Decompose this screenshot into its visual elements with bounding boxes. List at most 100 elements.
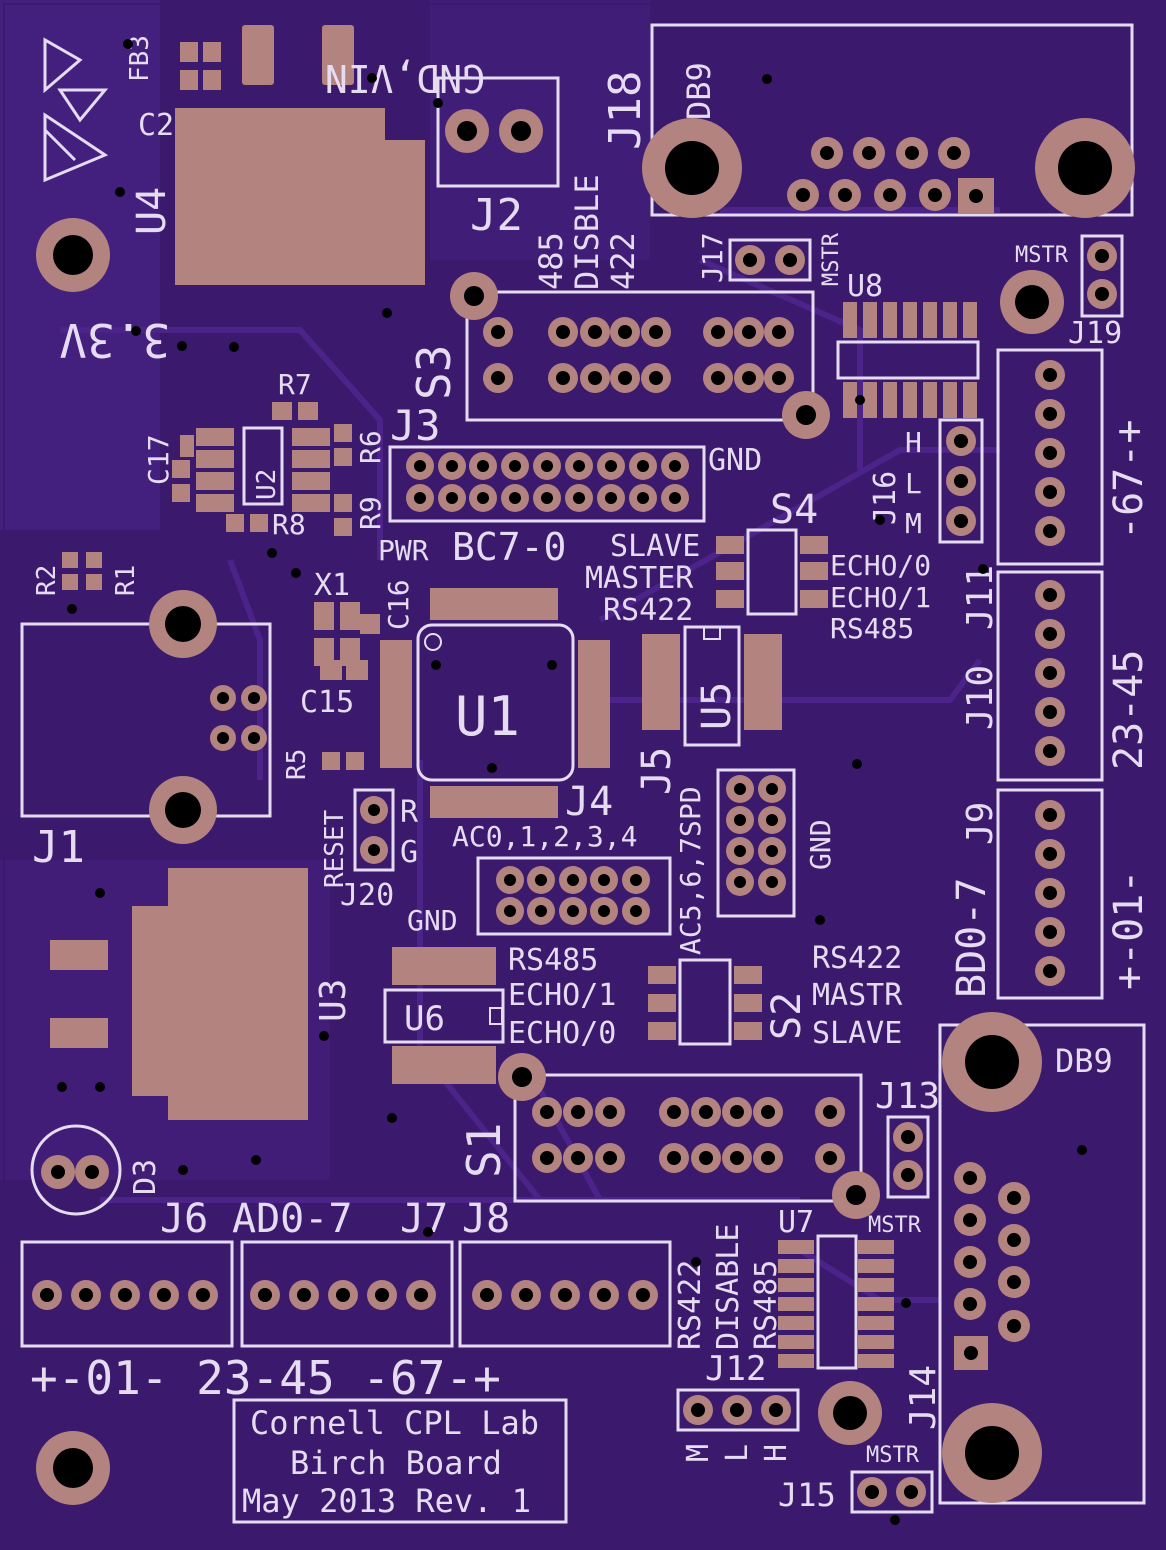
m1-label: M: [905, 507, 922, 540]
j20-connector: [360, 796, 388, 864]
j3-label: J3: [390, 401, 441, 450]
r5-label: R5: [282, 749, 312, 780]
s4-label: S4: [770, 487, 818, 533]
mstr3-label: MSTR: [868, 1213, 922, 1238]
r9-label: R9: [354, 496, 387, 530]
disble-label: DISBLE: [568, 174, 606, 290]
h1-label: H: [905, 426, 922, 459]
pwr-label: PWR: [378, 534, 429, 567]
u7-footprint: [778, 1240, 894, 1368]
u7-label: U7: [778, 1205, 814, 1240]
r6-label: R6: [354, 430, 387, 464]
s2-switch: [648, 966, 762, 1040]
l1-label: L: [905, 467, 922, 500]
j1-label: J1: [32, 822, 85, 873]
mstr2-label: MSTR: [1015, 243, 1069, 268]
u8-footprint: [843, 302, 977, 418]
echo0a-label: ECHO/0: [830, 549, 931, 582]
u5-footprint: [642, 634, 782, 730]
db9-bot-label: DB9: [1055, 1042, 1113, 1080]
v33-label: 3.3V: [59, 313, 170, 367]
rs485a-label: RS485: [830, 612, 914, 645]
j16-connector: [946, 426, 976, 536]
logo-icon: [43, 37, 109, 183]
small-passives: [62, 402, 352, 590]
s4-switch: [716, 536, 828, 608]
d3-label: D3: [128, 1159, 163, 1195]
reset-label: RESET: [320, 809, 350, 888]
bottom-pins-label: +-01- 23-45 -67-+: [30, 1351, 501, 1405]
bc70-label: BC7-0: [452, 525, 566, 569]
j2-connector: [445, 109, 543, 153]
mstr1-label: MSTR: [819, 232, 844, 286]
s2-label: S2: [764, 992, 810, 1040]
j17-label: J17: [696, 232, 729, 283]
slave2-label: SLAVE: [812, 1016, 902, 1051]
j10-label: J10: [960, 665, 1001, 730]
j20-label: J20: [340, 878, 394, 913]
c17-label: C17: [142, 434, 175, 485]
j11-label: J11: [960, 565, 1001, 630]
c15-label: C15: [300, 685, 354, 720]
j5-connector: [726, 775, 786, 896]
r422-label: 422: [604, 232, 642, 290]
h2-label: H: [759, 1444, 794, 1462]
echo1b-label: ECHO/1: [508, 978, 616, 1013]
u8-label: U8: [847, 269, 883, 304]
echo0b-label: ECHO/0: [508, 1016, 616, 1051]
j15-connector: [857, 1477, 926, 1507]
mstr4-label: MSTR: [866, 1443, 920, 1468]
fb3-footprint: [180, 25, 354, 90]
u6-label: U6: [404, 999, 445, 1039]
s3-label: S3: [407, 345, 461, 400]
mounting-hole-4: [818, 1381, 882, 1445]
r8-label: R8: [272, 508, 306, 541]
pins2345-label: 23-45: [1106, 650, 1152, 770]
s3-switch: [450, 272, 830, 439]
credit-line3: May 2013 Rev. 1: [242, 1482, 531, 1520]
u1-footprint: [380, 588, 610, 818]
l2-label: L: [720, 1444, 755, 1462]
mounting-hole-3: [36, 1431, 110, 1505]
d3-led: [30, 1124, 122, 1216]
bd07-label: BD0-7: [949, 878, 995, 998]
j17-connector: [735, 245, 805, 275]
pins01-label: +-01-: [1106, 870, 1152, 990]
db9-top-label: DB9: [680, 62, 718, 120]
g-led-label: G: [400, 835, 418, 870]
x1-footprint: [314, 602, 380, 770]
mastr-label: MASTR: [812, 978, 903, 1013]
spd-label: AC5,6,7SPD: [674, 786, 707, 955]
j18-label: J18: [600, 71, 651, 150]
u5-label: U5: [694, 682, 740, 730]
j6-label: J6: [160, 1196, 208, 1242]
mounting-hole-1: [36, 218, 110, 292]
j3-connector: [406, 452, 689, 512]
x1-label: X1: [314, 568, 350, 603]
u6-footprint: [392, 947, 496, 1084]
r485-label: 485: [532, 232, 570, 290]
m2-label: M: [681, 1444, 716, 1462]
j19-label: J19: [1068, 316, 1122, 351]
j14-label: J14: [903, 1365, 944, 1430]
j13-connector: [893, 1122, 923, 1190]
j1-connector: [149, 590, 267, 844]
r2-label: R2: [32, 565, 62, 596]
gnd2-label: GND: [407, 904, 458, 937]
gnd1-label: GND: [708, 443, 762, 478]
mounting-hole-2: [1000, 270, 1064, 334]
master1-label: MASTER: [585, 561, 694, 596]
c16-label: C16: [382, 579, 415, 630]
ac04-label: AC0,1,2,3,4: [452, 820, 637, 853]
j16-label: J16: [868, 471, 903, 525]
terminal-blocks-right: [1035, 360, 1065, 986]
rs422a-label: RS422: [603, 593, 693, 628]
j12-connector: [683, 1395, 791, 1425]
s1-label: S1: [457, 1123, 511, 1178]
j13-label: J13: [875, 1076, 940, 1117]
r-led-label: R: [400, 795, 419, 830]
db9-top-connector: [642, 118, 1135, 218]
u3-footprint: [50, 868, 308, 1120]
j8-label: J8: [462, 1196, 510, 1242]
echo1a-label: ECHO/1: [830, 581, 931, 614]
